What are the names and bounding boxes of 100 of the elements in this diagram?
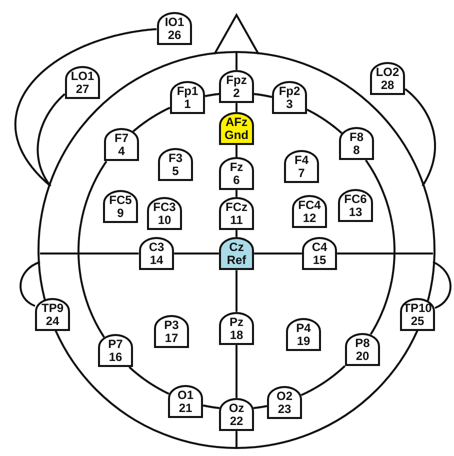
connector-line <box>306 108 342 134</box>
connector-line <box>404 88 436 187</box>
electrode-marker <box>284 150 319 183</box>
channel-number: 3 <box>286 98 293 111</box>
channel-number: 13 <box>348 206 362 219</box>
electrode-marker <box>292 195 327 228</box>
electrode-marker <box>104 128 139 161</box>
channel-number: 25 <box>410 315 424 328</box>
connector-line <box>236 230 238 237</box>
reference-label: Ref <box>226 254 246 267</box>
electrode-label: C3 <box>148 241 164 254</box>
channel-number: 27 <box>76 83 90 96</box>
connector-line <box>202 404 220 410</box>
electrode-marker <box>147 197 182 230</box>
electrode-marker <box>219 70 254 103</box>
channel-number: 20 <box>356 350 370 363</box>
ground-label: Gnd <box>224 129 248 142</box>
connector-line <box>174 252 219 254</box>
electrode-label: F3 <box>168 152 182 165</box>
channel-number: 12 <box>302 212 316 225</box>
connector-line <box>252 405 268 410</box>
channel-number: 18 <box>230 329 244 342</box>
connector-line <box>236 190 238 197</box>
channel-number: 22 <box>230 415 244 428</box>
electrode-label: AFz <box>226 116 248 129</box>
connector-line <box>236 431 238 447</box>
electrode-label: P4 <box>296 322 311 335</box>
electrode-label: TP9 <box>41 302 64 315</box>
electrode-label: FCz <box>226 201 248 214</box>
electrode-label: FC6 <box>344 193 367 206</box>
connector-line <box>236 103 238 112</box>
electrode-label: Pz <box>229 316 244 329</box>
electrode-marker <box>35 298 70 331</box>
electrode-marker <box>98 334 133 367</box>
electrode-marker <box>219 112 254 145</box>
channel-number: 14 <box>150 254 164 267</box>
connector-line <box>236 53 238 70</box>
electrode-marker <box>338 189 373 222</box>
channel-number: 26 <box>168 29 182 42</box>
electrode-marker <box>219 398 254 431</box>
electrode-label: FC5 <box>109 194 132 207</box>
electrode-label: LO1 <box>70 70 94 83</box>
connector-line <box>204 93 220 98</box>
electrode-label: TP10 <box>403 302 432 315</box>
channel-number: 21 <box>178 402 192 415</box>
electrode-marker <box>219 312 254 345</box>
channel-number: 7 <box>298 167 305 180</box>
connector-line <box>254 252 302 254</box>
channel-number: 1 <box>184 98 191 111</box>
channel-number: 6 <box>233 174 240 187</box>
electrode-label: Cz <box>229 241 244 254</box>
electrode-label: LO2 <box>376 66 400 79</box>
connector-line <box>128 366 170 395</box>
channel-number: 2 <box>233 87 240 100</box>
channel-number: 23 <box>278 403 292 416</box>
channel-number: 8 <box>353 144 360 157</box>
channel-number: 5 <box>172 165 179 178</box>
electrode-marker <box>219 197 254 230</box>
connector-line <box>337 252 433 254</box>
electrode-marker <box>139 237 174 270</box>
electrode-label: O2 <box>276 390 292 403</box>
electrode-label: P3 <box>164 319 179 332</box>
electrode-marker <box>339 127 374 160</box>
channel-number: 4 <box>118 145 125 158</box>
connector-line <box>253 93 273 98</box>
channel-number: 16 <box>108 351 122 364</box>
electrode-marker <box>103 190 138 223</box>
electrode-label: F8 <box>349 131 364 144</box>
electrode-label: Fp1 <box>176 85 198 98</box>
electrode-label: F4 <box>294 154 308 167</box>
connector-line <box>364 160 396 335</box>
electrode-marker <box>157 12 192 45</box>
electrode-marker <box>219 237 254 270</box>
electrode-label: FC3 <box>153 201 176 214</box>
electrode-marker <box>168 385 203 418</box>
electrode-label: Fz <box>230 161 244 174</box>
electrode-label: P7 <box>108 338 123 351</box>
connector-line <box>300 365 346 396</box>
channel-number: 17 <box>164 332 178 345</box>
electrode-marker <box>65 66 100 99</box>
connector-line <box>40 252 139 254</box>
connector-line <box>78 160 108 338</box>
channel-number: 19 <box>296 335 310 348</box>
electrode-label: O1 <box>177 389 194 402</box>
electrode-label: F7 <box>114 132 128 145</box>
electrode-label: P8 <box>355 337 370 350</box>
electrode-label: FC4 <box>298 199 321 212</box>
connector-line <box>132 106 171 132</box>
channel-number: 15 <box>312 254 326 267</box>
electrode-label: Oz <box>228 402 244 415</box>
channel-number: 24 <box>46 315 60 328</box>
electrode-marker <box>170 81 205 114</box>
connector-line <box>14 28 157 187</box>
channel-number: 9 <box>117 207 124 220</box>
electrode-label: IO1 <box>164 16 184 29</box>
channel-number: 28 <box>380 79 394 92</box>
connector-line <box>236 345 238 398</box>
connector-line <box>36 93 66 187</box>
electrode-label: Fp2 <box>278 85 300 98</box>
electrode-marker <box>272 81 307 114</box>
